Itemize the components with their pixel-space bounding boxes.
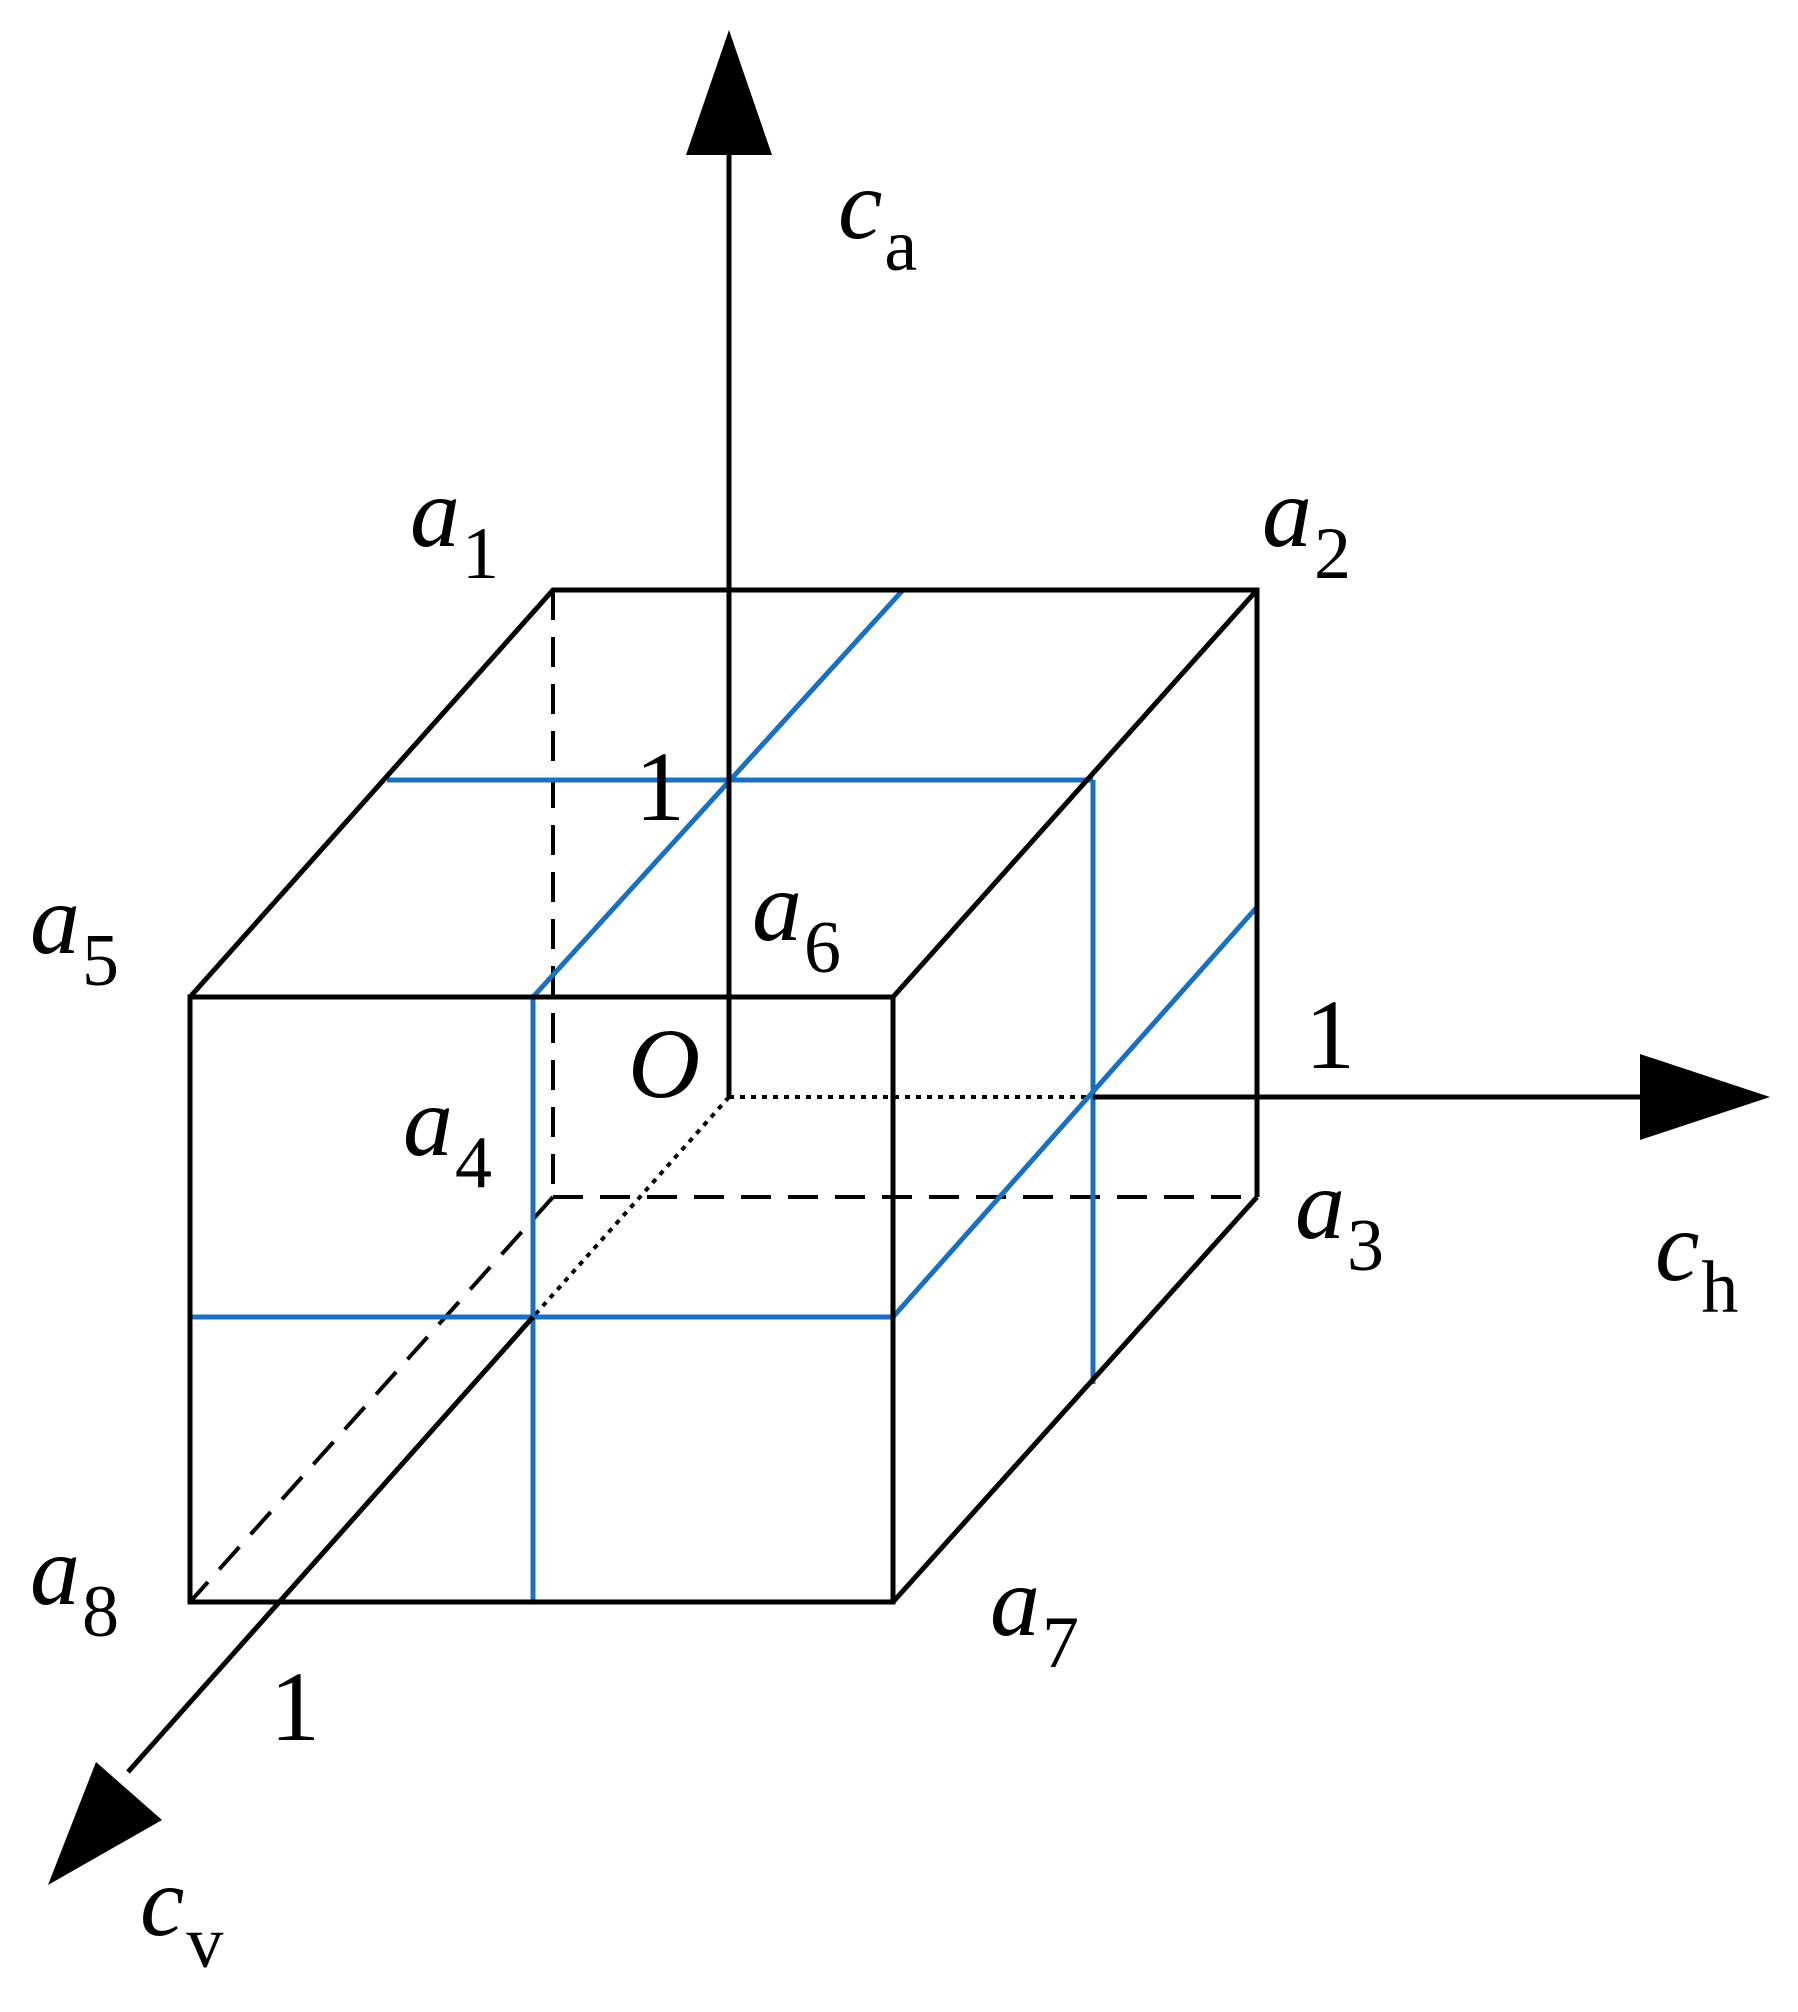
origin-guide-depth — [531, 1095, 731, 1319]
cube-front-face — [187, 994, 896, 1605]
vertex-label-a5: a5 — [30, 864, 119, 1002]
grid-right-face-depth-line — [891, 905, 1259, 1319]
vertex-label-a1: a1 — [410, 457, 499, 595]
unit-grid — [190, 588, 1259, 1602]
depth-axis-line — [126, 1315, 535, 1774]
depth-axis-arrowhead — [48, 1762, 162, 1885]
hidden-edges — [188, 590, 1257, 1604]
edge-a2-a6 — [891, 588, 1259, 999]
vertex-label-a8: a8 — [30, 1515, 119, 1653]
hidden-edge-a4-a8 — [188, 1195, 555, 1604]
vertex-label-a4: a4 — [403, 1066, 492, 1204]
visible-edges — [187, 587, 1260, 1605]
origin-label: O — [628, 1008, 700, 1119]
cube-top-back-edges — [188, 587, 1260, 1197]
horizontal-unit-tick: 1 — [1305, 979, 1355, 1090]
axes — [48, 30, 1770, 1885]
edge-a3-a7 — [891, 1195, 1259, 1604]
vertex-label-a6: a6 — [752, 851, 841, 989]
depth-unit-tick: 1 — [270, 1651, 320, 1762]
grid-top-face-depth-line — [531, 588, 905, 999]
depth-axis-label: cv — [140, 1846, 223, 1984]
vertex-label-a3: a3 — [1295, 1149, 1384, 1287]
vertex-label-a2: a2 — [1262, 457, 1351, 595]
horizontal-axis-label: ch — [1655, 1191, 1738, 1329]
horizontal-axis-arrowhead — [1640, 1054, 1770, 1140]
vertex-label-a7: a7 — [990, 1546, 1079, 1684]
vertical-axis-arrowhead — [686, 30, 772, 155]
origin-guides — [531, 780, 1093, 1319]
vertical-axis-label: ca — [838, 149, 917, 287]
vertical-unit-tick: 1 — [635, 731, 685, 842]
